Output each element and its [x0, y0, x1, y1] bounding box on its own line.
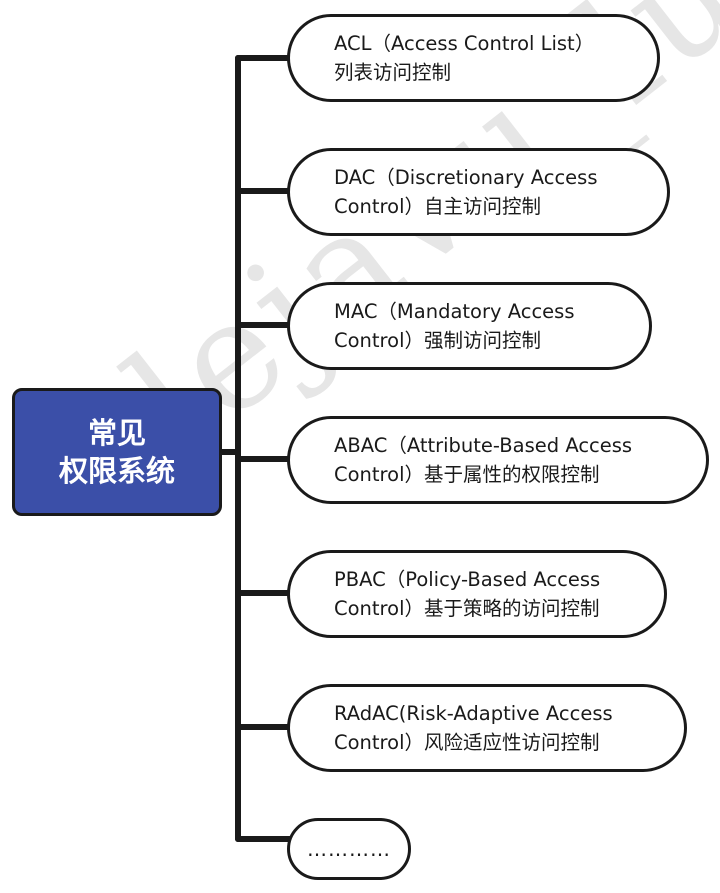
node-mac-line2: Control）强制访问控制: [334, 329, 541, 352]
node-acl: ACL（Access Control List） 列表访问控制: [287, 14, 660, 102]
node-abac-line2: Control）基于属性的权限控制: [334, 463, 600, 486]
node-more: …………: [287, 818, 411, 880]
node-abac-line1: ABAC（Attribute-Based Access: [334, 434, 633, 457]
node-dac-line2: Control）自主访问控制: [334, 195, 541, 218]
node-dac-line1: DAC（Discretionary Access: [334, 166, 598, 189]
node-radac: RAdAC(Risk-Adaptive Access Control）风险适应性…: [287, 684, 687, 772]
node-mac-line1: MAC（Mandatory Access: [334, 300, 575, 323]
node-pbac-line2: Control）基于策略的访问控制: [334, 597, 600, 620]
root-node: 常见 权限系统: [12, 388, 222, 516]
node-abac: ABAC（Attribute-Based Access Control）基于属性…: [287, 416, 709, 504]
root-label-line2: 权限系统: [58, 454, 175, 488]
node-dac: DAC（Discretionary Access Control）自主访问控制: [287, 148, 670, 236]
node-pbac: PBAC（Policy-Based Access Control）基于策略的访问…: [287, 550, 667, 638]
node-mac: MAC（Mandatory Access Control）强制访问控制: [287, 282, 652, 370]
node-acl-line2: 列表访问控制: [334, 61, 452, 84]
node-more-label: …………: [307, 836, 391, 861]
node-radac-line1: RAdAC(Risk-Adaptive Access: [334, 702, 613, 725]
node-acl-line1: ACL（Access Control List）: [334, 32, 595, 55]
root-label-line1: 常见: [87, 416, 146, 450]
node-radac-line2: Control）风险适应性访问控制: [334, 731, 600, 754]
node-pbac-line1: PBAC（Policy-Based Access: [334, 568, 601, 591]
